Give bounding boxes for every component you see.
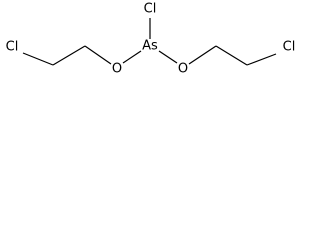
bond-as-o-right	[158, 50, 178, 64]
bond-o-left-c1	[84, 45, 112, 65]
atom-cl-right: Cl	[283, 40, 296, 55]
atom-cl-left: Cl	[6, 40, 19, 55]
bond-c1-c2-left	[52, 45, 86, 66]
chemical-structure-diagram: Cl As O O Cl Cl	[6, 2, 296, 77]
bonds	[22, 18, 277, 66]
atom-oxygen-left: O	[112, 62, 122, 77]
bond-o-right-c1	[188, 45, 217, 65]
atom-oxygen-right: O	[178, 62, 188, 77]
bond-c1-c2-right	[215, 45, 248, 66]
bond-c2-cl-right	[246, 53, 277, 66]
bond-as-o-left	[122, 50, 142, 64]
bond-c2-cl-left	[22, 52, 54, 66]
atom-labels: Cl As O O Cl Cl	[6, 2, 296, 77]
atom-arsenic: As	[142, 39, 158, 54]
atom-cl-top: Cl	[144, 2, 157, 17]
